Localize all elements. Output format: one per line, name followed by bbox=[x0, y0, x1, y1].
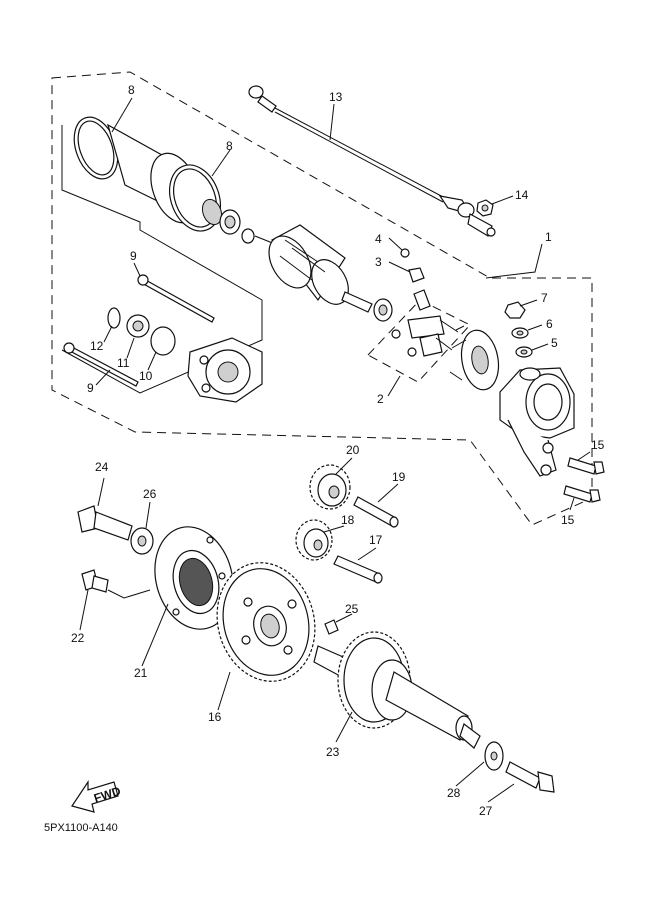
bolt-22 bbox=[81, 569, 151, 599]
label-24: 24 bbox=[95, 460, 109, 474]
brush-plate bbox=[449, 325, 500, 391]
label-13: 13 bbox=[329, 90, 343, 104]
armature bbox=[219, 209, 393, 322]
motor-subframe bbox=[61, 125, 263, 394]
label-15b: 15 bbox=[561, 513, 575, 527]
o-ring-10 bbox=[150, 326, 176, 356]
label-16: 16 bbox=[208, 710, 222, 724]
label-6: 6 bbox=[546, 317, 553, 331]
label-5: 5 bbox=[551, 336, 558, 350]
label-8b: 8 bbox=[226, 139, 233, 153]
label-9a: 9 bbox=[130, 249, 137, 263]
fwd-arrow-icon: FWD bbox=[71, 780, 123, 813]
label-8a: 8 bbox=[128, 83, 135, 97]
starter-clutch bbox=[154, 526, 234, 630]
label-2: 2 bbox=[377, 392, 384, 406]
label-27: 27 bbox=[479, 804, 493, 818]
label-11: 11 bbox=[117, 356, 130, 370]
label-4: 4 bbox=[375, 232, 382, 246]
washer-12 bbox=[107, 307, 121, 329]
label-21: 21 bbox=[134, 666, 148, 680]
label-10: 10 bbox=[139, 369, 153, 383]
pin-25 bbox=[324, 619, 339, 635]
label-23: 23 bbox=[326, 745, 340, 759]
small-parts-3-4 bbox=[400, 248, 425, 283]
label-18: 18 bbox=[341, 513, 355, 527]
label-26: 26 bbox=[143, 487, 157, 501]
part-labels: 8 8 13 14 1 4 3 7 6 5 2 9 12 11 10 9 15 … bbox=[71, 83, 605, 818]
starter-yoke bbox=[73, 116, 223, 232]
shaft-19 bbox=[353, 496, 399, 528]
label-22: 22 bbox=[71, 631, 85, 645]
idle-gear-18 bbox=[295, 519, 333, 561]
brush-box bbox=[367, 299, 471, 383]
washer-28 bbox=[484, 741, 504, 771]
long-bolts-9 bbox=[63, 274, 215, 387]
label-1: 1 bbox=[545, 230, 552, 244]
label-15a: 15 bbox=[591, 438, 605, 452]
label-25: 25 bbox=[345, 602, 359, 616]
bracket-cover bbox=[187, 337, 263, 403]
lead-wire bbox=[248, 85, 496, 237]
gear-11 bbox=[126, 314, 150, 338]
leader-lines bbox=[79, 97, 591, 803]
assembly-boundary bbox=[51, 71, 593, 526]
gear-shaft bbox=[313, 631, 481, 749]
label-20: 20 bbox=[346, 443, 360, 457]
brush-holder bbox=[391, 289, 459, 357]
bolt-24 bbox=[77, 505, 133, 541]
drawing-code: 5PX1100-A140 bbox=[44, 822, 118, 834]
idle-gear-20 bbox=[309, 464, 351, 510]
bolts-15 bbox=[563, 457, 605, 503]
label-14: 14 bbox=[515, 188, 529, 202]
nut-14 bbox=[476, 199, 494, 217]
large-gear bbox=[216, 562, 316, 682]
label-17: 17 bbox=[369, 533, 383, 547]
bolt-27 bbox=[505, 761, 555, 793]
label-7: 7 bbox=[541, 291, 548, 305]
label-9b: 9 bbox=[87, 381, 94, 395]
end-cover bbox=[499, 367, 575, 477]
label-19: 19 bbox=[392, 470, 406, 484]
label-12: 12 bbox=[90, 339, 104, 353]
shaft-17 bbox=[333, 555, 383, 584]
washer-26 bbox=[130, 527, 154, 555]
label-3: 3 bbox=[375, 255, 382, 269]
label-28: 28 bbox=[447, 786, 461, 800]
